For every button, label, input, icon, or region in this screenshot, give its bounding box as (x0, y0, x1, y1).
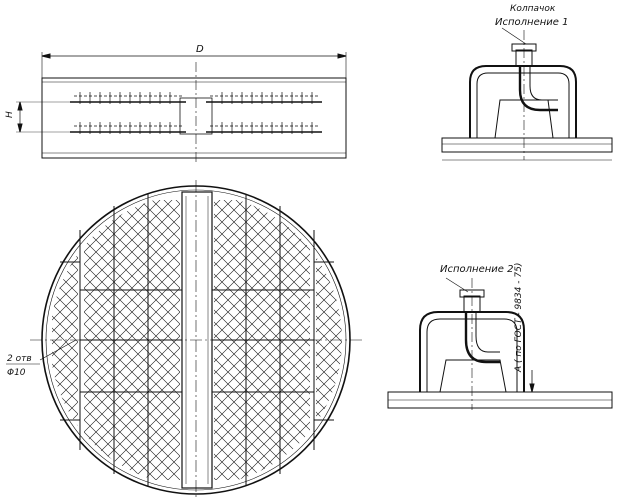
hole-diameter-label: Φ10 (7, 368, 26, 378)
cap-version-1-section (441, 27, 613, 161)
plan-view (6, 180, 362, 500)
mesh-pattern (52, 200, 342, 480)
gost-note-label: A ( по ГОСТ - 9834 - 75) (514, 262, 524, 372)
cap-title-label: Колпачок (510, 4, 556, 14)
version-2-label: Исполнение 2 (440, 264, 514, 275)
side-elevation-view (16, 52, 347, 162)
dimension-d-label: D (196, 44, 204, 55)
dimension-h-label: H (5, 111, 15, 118)
holes-label: 2 отв (7, 354, 32, 364)
cap-version-2-section (387, 277, 613, 410)
version-1-label: Исполнение 1 (495, 17, 569, 28)
